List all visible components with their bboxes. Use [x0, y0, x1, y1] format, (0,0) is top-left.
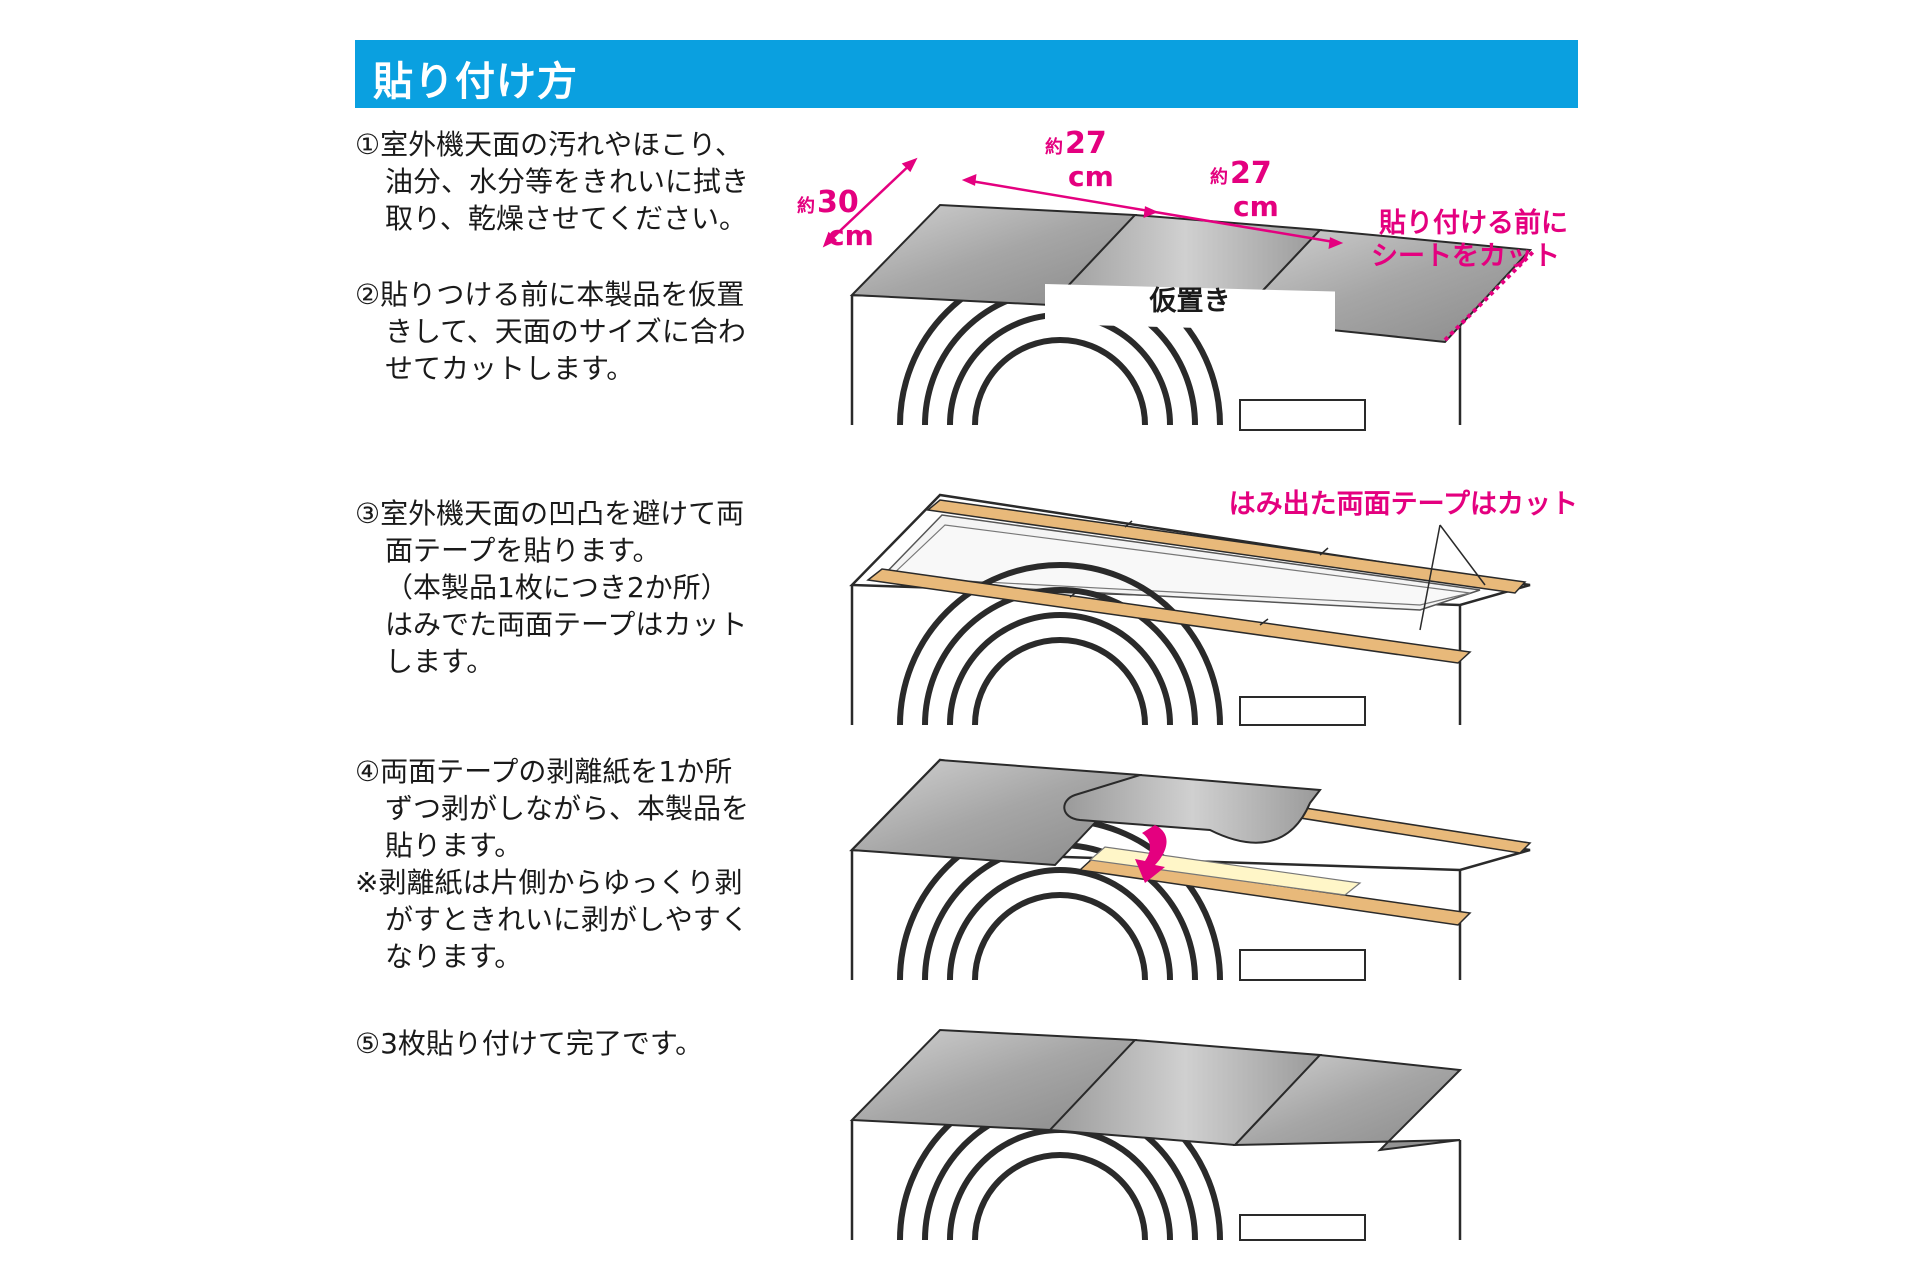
tape-joints: [1069, 520, 1329, 626]
unit-panel: [1239, 399, 1366, 431]
sheet-3: [1232, 1053, 1463, 1152]
sheet-peeled: [1063, 773, 1322, 844]
step-line: します。: [385, 645, 495, 678]
step-line: 油分、水分等をきれいに拭き: [385, 165, 750, 198]
fan-grille: [897, 562, 1223, 726]
unit-panel: [1239, 1214, 1366, 1241]
step-line: ※剥離紙は片側からゆっくり剥: [355, 866, 743, 899]
step-line: ①室外機天面の汚れやほこり、: [355, 128, 743, 161]
step-5: ⑤3枚貼り付けて完了です。: [355, 1025, 703, 1062]
figure-placement: 仮置き 約 30 cm 約 27 cm 約 27 cm 貼り付ける前に シートを…: [797, 126, 1568, 431]
figure-tape: はみ出た両面テープはカット: [849, 489, 1578, 726]
section-header: 貼り付け方: [355, 40, 1578, 108]
step-line: ②貼りつける前に本製品を仮置: [355, 278, 745, 311]
step-line: なります。: [385, 940, 523, 973]
dim-width-1-unit: cm: [1068, 160, 1114, 193]
outdoor-unit-body: [850, 1120, 1462, 1240]
tape-strips: [866, 499, 1527, 664]
tape-strips: [1078, 800, 1532, 926]
figure-peeling: [849, 758, 1532, 981]
step-line: ③室外機天面の凹凸を避けて両: [355, 497, 745, 530]
step-3: ③室外機天面の凹凸を避けて両 面テープを貼ります。 （本製品1枚につき2か所） …: [355, 495, 747, 680]
dim-width-2-prefix: 約: [1210, 166, 1228, 188]
unit-panel: [1239, 696, 1366, 726]
dim-width-2-value: 27: [1230, 156, 1272, 191]
step-line: ずつ剥がしながら、本製品を: [385, 792, 750, 825]
step-line: はみでた両面テープはカット: [385, 608, 748, 641]
outdoor-unit-body: [849, 493, 1531, 725]
callout-lines: [1419, 524, 1486, 631]
step-line: がすときれいに剥がしやすく: [385, 903, 749, 936]
step-line: ④両面テープの剥離紙を1か所: [355, 755, 733, 788]
dim-depth-value: 30: [817, 185, 859, 220]
dim-width-1-value: 27: [1065, 126, 1107, 161]
step-line: ⑤3枚貼り付けて完了です。: [355, 1027, 704, 1060]
dim-width-2-unit: cm: [1233, 190, 1279, 223]
step-line: きして、天面のサイズに合わ: [385, 315, 746, 348]
step-line: 面テープを貼ります。: [385, 534, 661, 567]
dim-depth-unit: cm: [828, 219, 874, 252]
dimension-arrows: [822, 157, 1344, 249]
step-line: せてカットします。: [385, 352, 635, 385]
step-4: ④両面テープの剥離紙を1か所 ずつ剥がしながら、本製品を 貼ります。 ※剥離紙は…: [355, 753, 749, 975]
arrow-down-icon: [1135, 825, 1167, 883]
section-title: 貼り付け方: [373, 59, 578, 105]
placement-label-box: [1045, 283, 1335, 332]
step-1: ①室外機天面の汚れやほこり、 油分、水分等をきれいに拭き 取り、乾燥させてくださ…: [355, 126, 749, 237]
dim-width-1-prefix: 約: [1045, 136, 1063, 158]
dim-depth-prefix: 約: [797, 195, 815, 217]
unit-panel: [1239, 949, 1366, 981]
step-line: 取り、乾燥させてください。: [385, 202, 748, 235]
step-2: ②貼りつける前に本製品を仮置 きして、天面のサイズに合わ せてカットします。: [355, 276, 746, 387]
tape-note: はみ出た両面テープはカット: [1229, 489, 1578, 520]
cut-line: [1443, 248, 1537, 342]
step-line: （本製品1枚につき2か所）: [385, 571, 729, 604]
placement-label: 仮置き: [1149, 286, 1231, 317]
cut-note-line-2: シートをカット: [1371, 241, 1560, 272]
figure-complete: [849, 1028, 1463, 1241]
cut-note-line-1: 貼り付ける前に: [1379, 207, 1568, 239]
step-line: 貼ります。: [385, 829, 523, 862]
